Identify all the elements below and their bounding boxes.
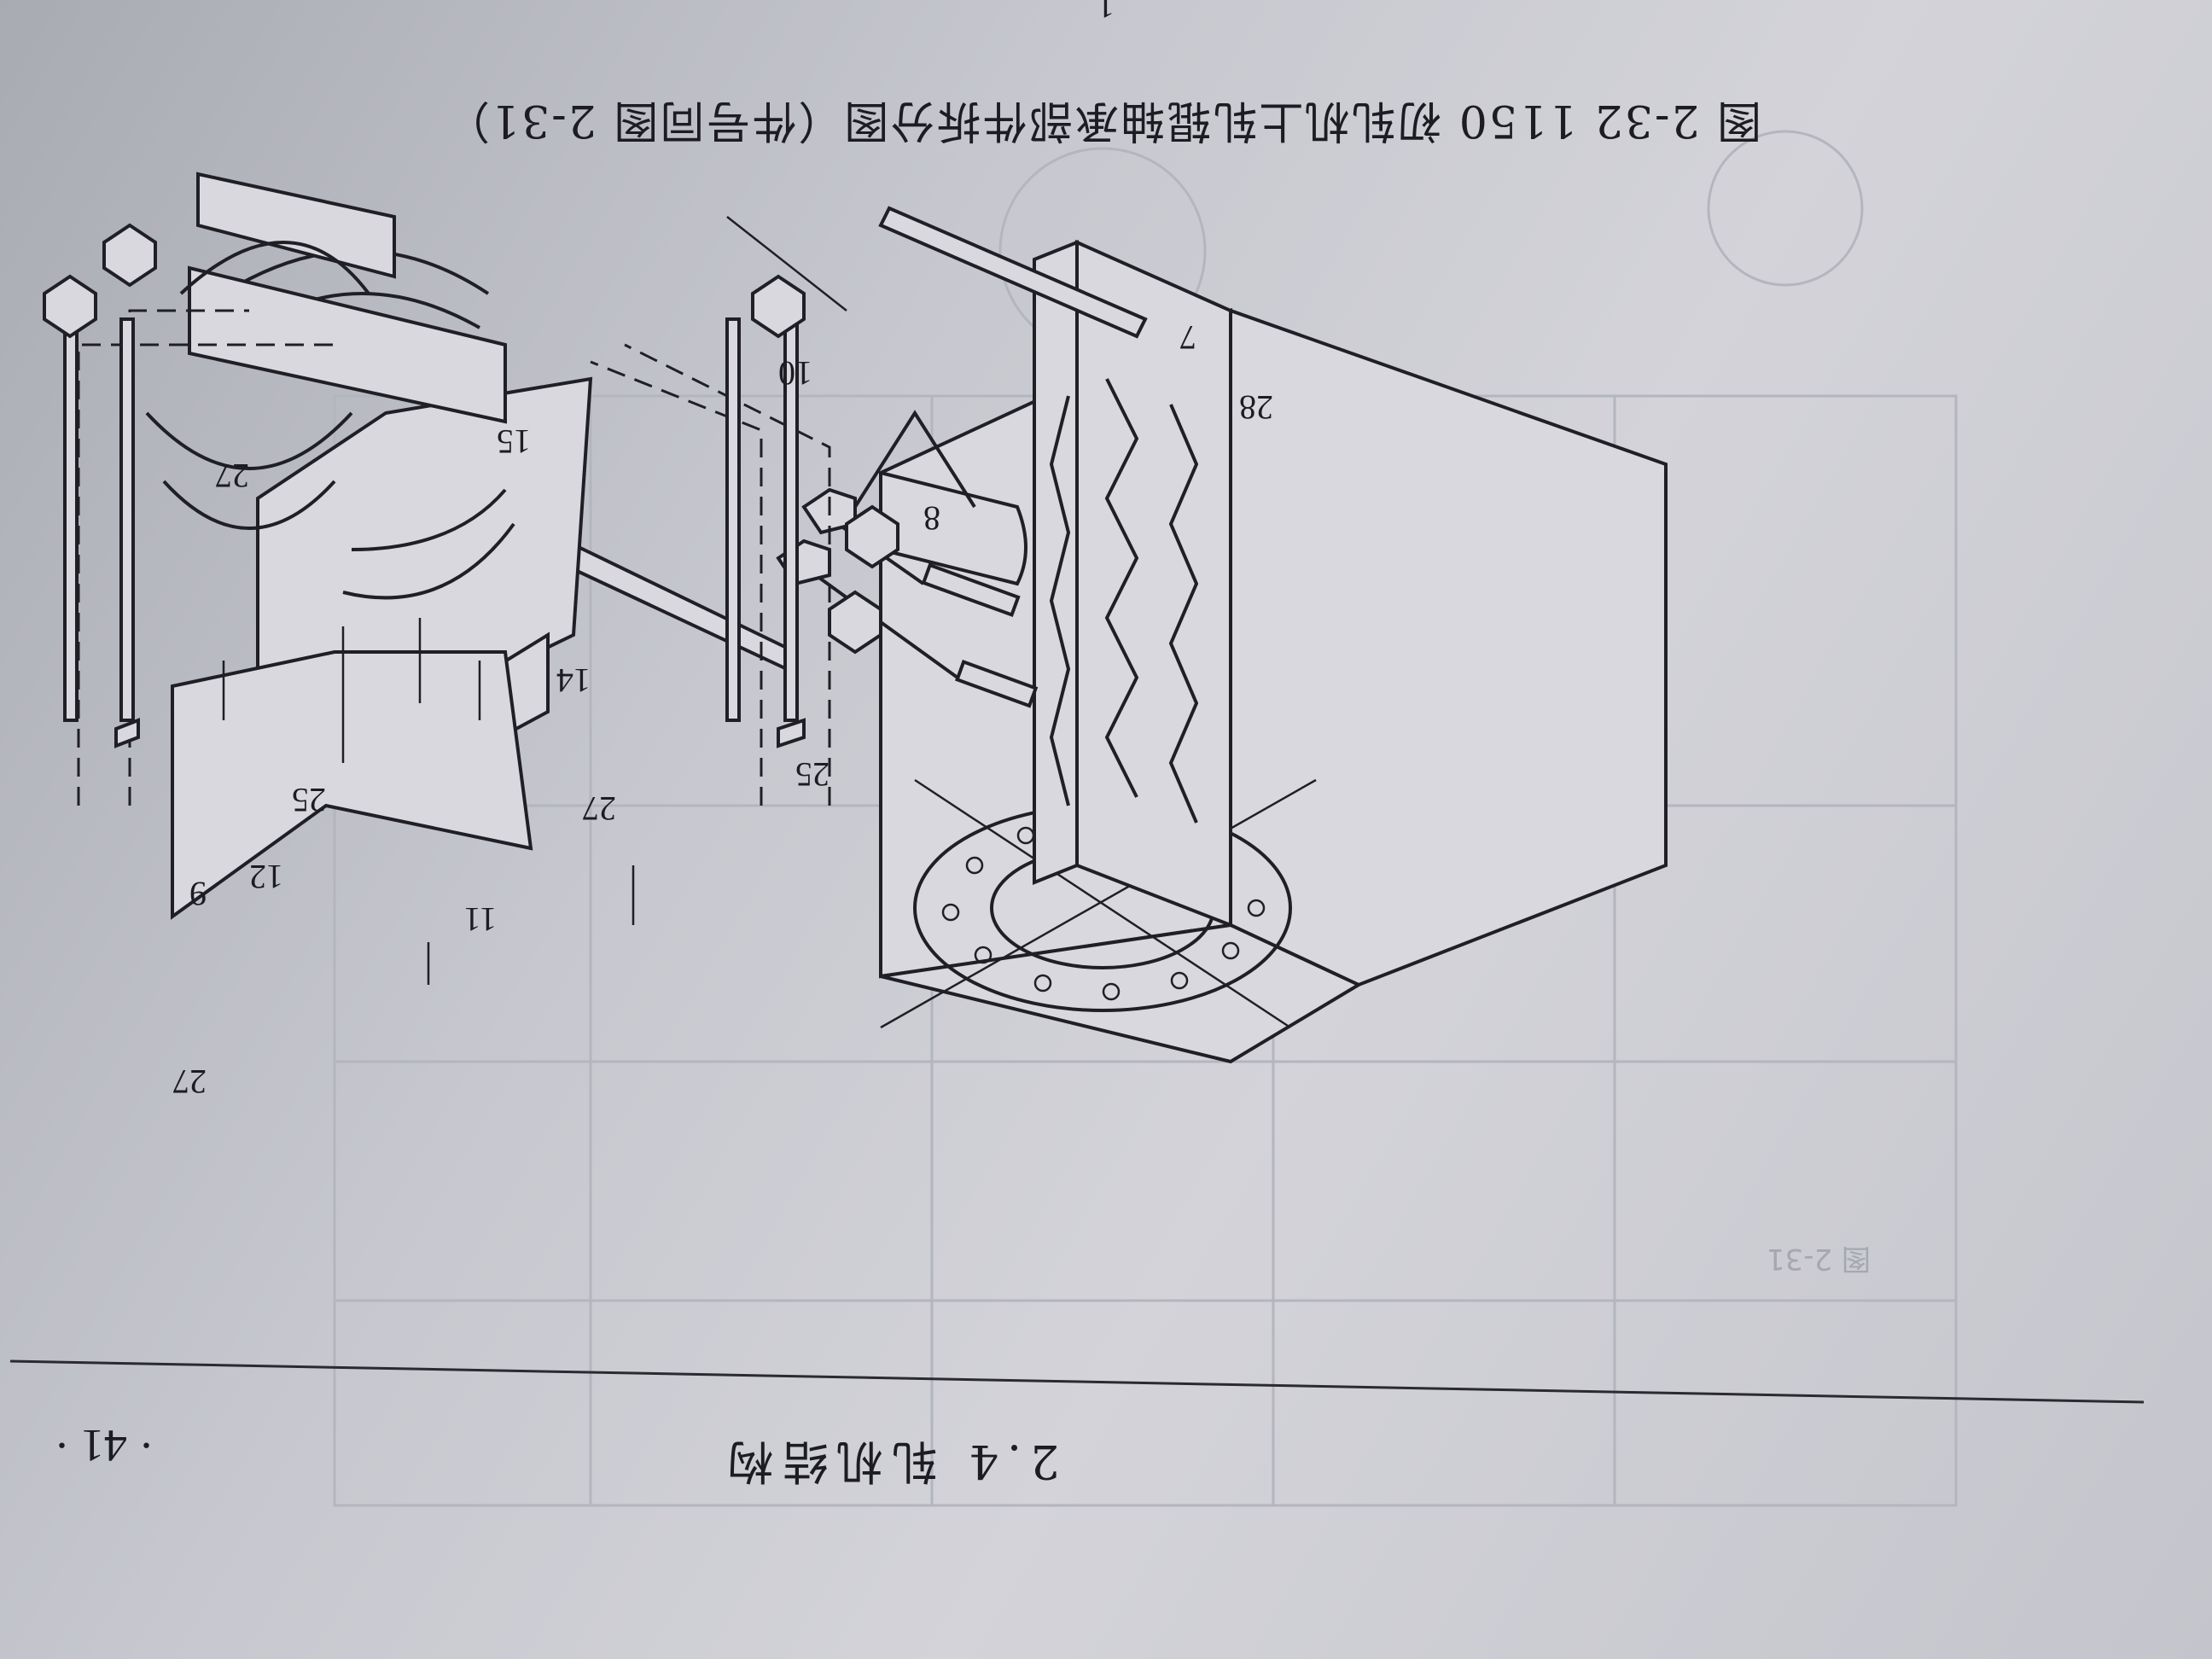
rotated-page-content: 图 2-31: [9, 0, 2145, 1507]
figure-caption: 图 2-32 1150 初轧机上轧辊轴承部件拆分图（件号同图 2-31）: [444, 95, 1761, 146]
bolt-hole-ring: [941, 815, 1266, 1001]
assembly-arrows: [222, 618, 635, 985]
label-27b: 27: [582, 789, 616, 828]
label-8: 8: [923, 499, 940, 538]
label-12: 12: [249, 858, 283, 896]
header-rule: [9, 1359, 2145, 1404]
part-number-labels: 7 28 10 8 15 27 27 27 14 25 25 9 12 11: [172, 318, 1273, 1101]
label-14: 14: [556, 661, 591, 700]
label-11: 11: [463, 900, 497, 939]
wear-plate-diamond-pattern: [1049, 378, 1199, 824]
exploded-chock-drawing: [43, 172, 899, 985]
running-head: 2.4 轧机结构: [719, 1435, 1059, 1488]
label-10: 10: [778, 354, 812, 393]
housing-block-drawing: [520, 206, 1668, 1064]
label-28: 28: [1239, 388, 1273, 427]
page-number: · 41 ·: [55, 1420, 154, 1471]
hex-nuts: [43, 223, 899, 655]
tie-bolts-25: [63, 317, 806, 748]
label-27c: 27: [172, 1062, 207, 1101]
label-27a: 27: [215, 457, 249, 495]
bleed-through-label: 图 2-31: [1767, 1242, 1871, 1276]
label-15: 15: [497, 422, 531, 461]
label-7: 7: [1179, 318, 1196, 357]
label-25b: 25: [795, 755, 830, 794]
figure-marker: 1: [1097, 0, 1115, 26]
label-9: 9: [189, 875, 207, 913]
label-25a: 25: [292, 781, 326, 819]
